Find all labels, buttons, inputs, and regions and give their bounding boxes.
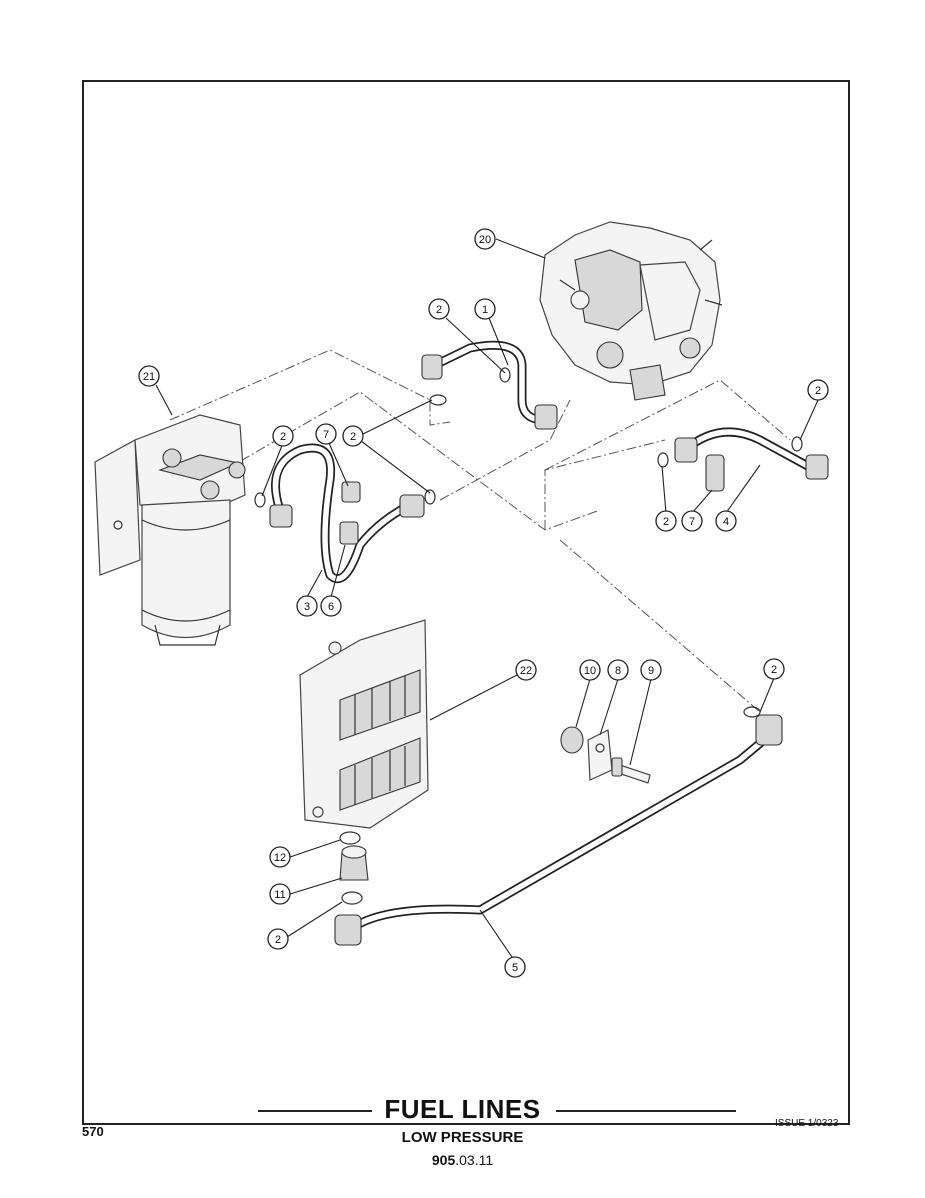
section-code: 905.03.11 [0, 1152, 925, 1168]
callout-2: 2 [807, 379, 829, 401]
callout-12: 12 [269, 846, 291, 868]
callout-9: 9 [640, 659, 662, 681]
svg-text:11: 11 [274, 889, 285, 901]
page-number: 570 [82, 1124, 104, 1139]
callout-7: 7 [315, 423, 337, 445]
callout-2: 2 [655, 510, 677, 532]
svg-text:2: 2 [350, 431, 356, 443]
svg-text:20: 20 [479, 234, 491, 246]
svg-text:2: 2 [436, 304, 442, 316]
page-title: FUEL LINES [384, 1094, 541, 1124]
engine-control-unit [299, 619, 429, 829]
section-code-minor: .03.11 [455, 1152, 494, 1168]
callout-2: 2 [763, 658, 785, 680]
callout-3: 3 [296, 595, 318, 617]
callout-2: 2 [428, 298, 450, 320]
callout-8: 8 [607, 659, 629, 681]
svg-text:10: 10 [584, 665, 596, 677]
callout-2: 2 [342, 425, 364, 447]
svg-text:6: 6 [328, 601, 334, 613]
section-code-major: 905 [431, 1152, 456, 1168]
callout-10: 10 [579, 659, 601, 681]
svg-text:2: 2 [815, 385, 821, 397]
svg-text:2: 2 [663, 516, 669, 528]
fuel-pump [539, 221, 723, 401]
callout-4: 4 [715, 510, 737, 532]
assembly-routing-lines [169, 349, 791, 713]
callout-2: 2 [272, 425, 294, 447]
fuel-filter [94, 414, 246, 646]
title-rule-left [258, 1110, 372, 1112]
svg-text:9: 9 [648, 665, 654, 677]
svg-text:8: 8 [615, 665, 621, 677]
callout-1: 1 [474, 298, 496, 320]
callout-leaders [155, 238, 819, 958]
svg-text:2: 2 [771, 664, 777, 676]
svg-text:3: 3 [304, 601, 310, 613]
svg-text:4: 4 [723, 516, 729, 528]
callout-2: 2 [267, 928, 289, 950]
svg-text:22: 22 [520, 665, 532, 677]
callout-7: 7 [681, 510, 703, 532]
title-rule-right [556, 1110, 736, 1112]
svg-text:2: 2 [280, 431, 286, 443]
callout-5: 5 [504, 956, 526, 978]
issue-label: ISSUE 1/0323 [775, 1118, 839, 1129]
callout-6: 6 [320, 595, 342, 617]
callout-20: 20 [474, 228, 496, 250]
callout-21: 21 [138, 365, 160, 387]
page-subtitle: LOW PRESSURE [401, 1129, 524, 1146]
svg-text:21: 21 [143, 371, 155, 383]
svg-text:7: 7 [323, 429, 329, 441]
svg-text:7: 7 [689, 516, 695, 528]
callout-11: 11 [269, 883, 291, 905]
svg-text:12: 12 [274, 852, 286, 864]
svg-text:2: 2 [275, 934, 281, 946]
svg-text:1: 1 [482, 304, 488, 316]
fittings-and-seals [254, 354, 829, 946]
svg-text:5: 5 [512, 962, 518, 974]
callout-22: 22 [515, 659, 537, 681]
